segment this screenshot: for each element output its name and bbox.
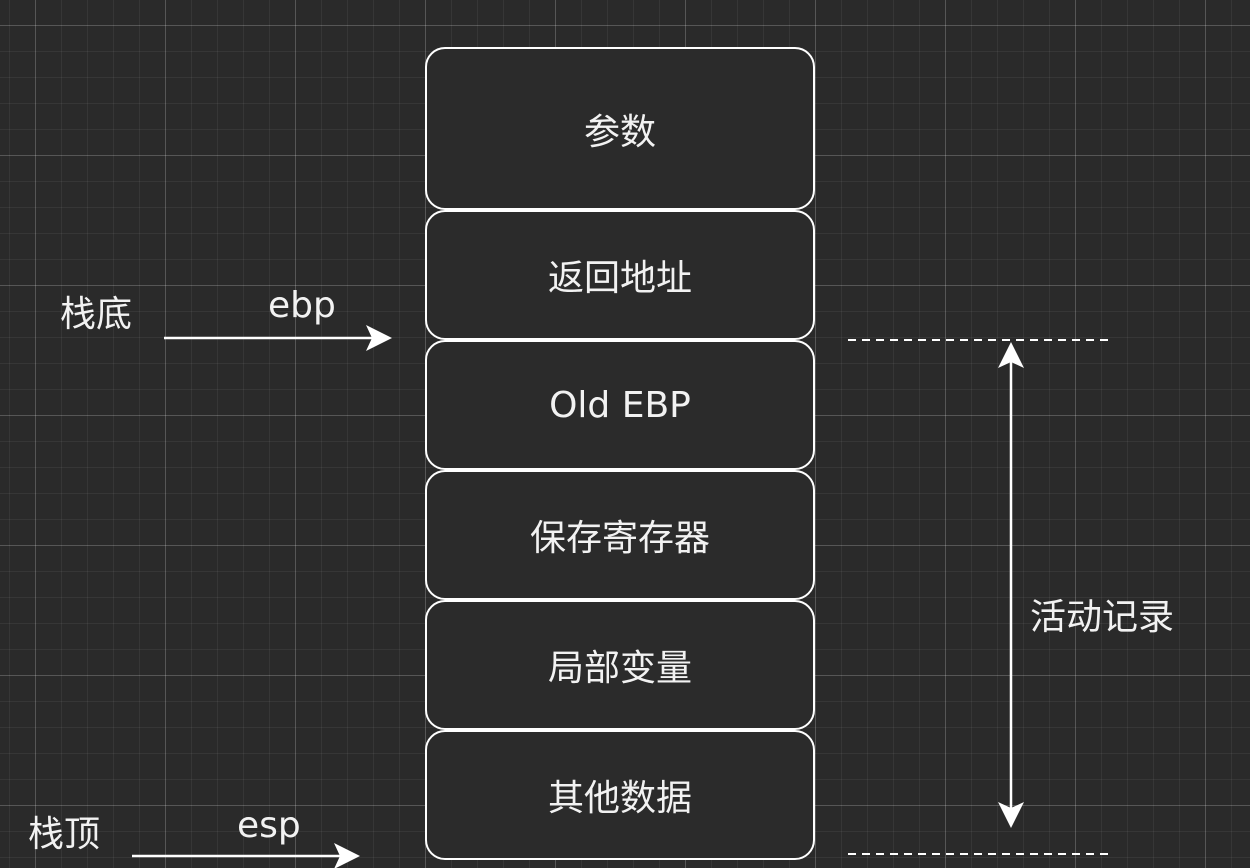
stack-block-other-data[interactable]: 其他数据 (425, 730, 815, 860)
activation-record-label: 活动记录 (1030, 597, 1175, 638)
stack-block-return-address[interactable]: 返回地址 (425, 210, 815, 340)
stack-block-params[interactable]: 参数 (425, 47, 815, 210)
stack-block-label: 返回地址 (547, 258, 692, 299)
stack-block-label: Old EBP (549, 384, 691, 426)
stack-block-saved-registers[interactable]: 保存寄存器 (425, 470, 815, 600)
stack-block-old-ebp[interactable]: Old EBP (425, 340, 815, 470)
stack-block-label: 保存寄存器 (529, 518, 710, 559)
esp-arrow (132, 843, 360, 868)
activation-record-double-arrow (998, 342, 1024, 828)
stack-block-local-variables[interactable]: 局部变量 (425, 600, 815, 730)
ebp-label: ebp (268, 285, 336, 326)
stack-top-label: 栈顶 (28, 814, 101, 855)
stack-bottom-label: 栈底 (60, 294, 133, 335)
stack-block-label: 参数 (583, 111, 656, 153)
stack-block-label: 其他数据 (547, 778, 692, 819)
ebp-arrow (164, 325, 392, 351)
stack-block-label: 局部变量 (547, 648, 692, 689)
esp-label: esp (237, 805, 301, 846)
